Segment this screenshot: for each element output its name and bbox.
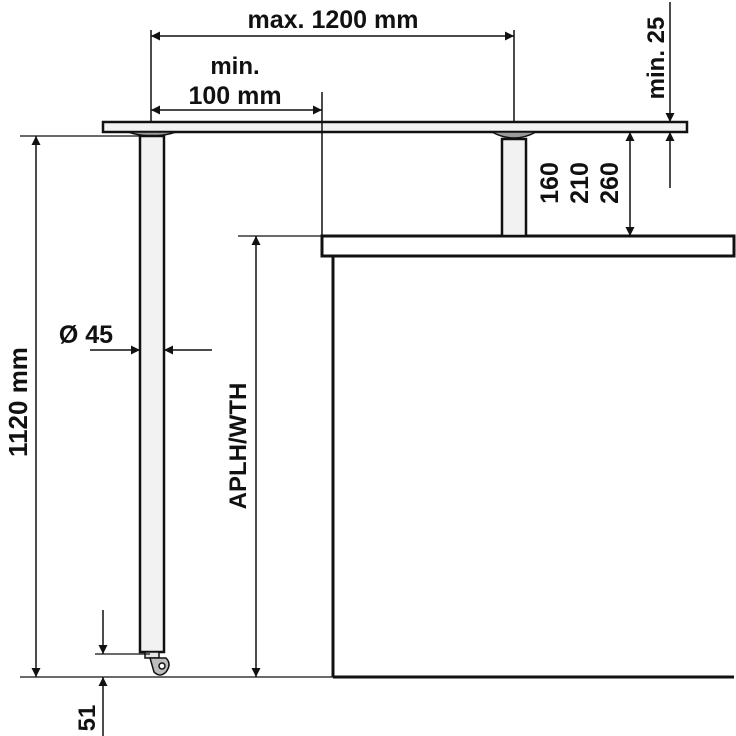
short-table-leg bbox=[500, 137, 528, 238]
height-option-260: 260 bbox=[596, 162, 624, 204]
right-leg-mount bbox=[491, 131, 537, 139]
dimension-leg-heights: 160 210 260 bbox=[536, 132, 635, 236]
dimension-min-gap: min. 25 bbox=[620, 2, 687, 188]
long-table-leg bbox=[138, 134, 166, 654]
table-top-plate bbox=[101, 120, 689, 134]
counter-unit bbox=[320, 234, 736, 679]
min-overhang-label-line1: min. bbox=[210, 53, 259, 80]
dimension-counter-height: APLH/WTH bbox=[225, 235, 322, 677]
dimension-total-height: 1120 mm bbox=[3, 135, 333, 678]
counter-worktop bbox=[320, 234, 736, 258]
castor-height-label: 51 bbox=[74, 705, 101, 732]
diameter-label: Ø 45 bbox=[59, 321, 113, 349]
castor-axle bbox=[158, 662, 166, 670]
min-overhang-label-line2: 100 mm bbox=[188, 82, 281, 110]
dimension-min-overhang: min. 100 mm bbox=[151, 53, 323, 236]
total-height-label: 1120 mm bbox=[3, 347, 33, 457]
dimension-leg-diameter: Ø 45 bbox=[59, 321, 212, 355]
counter-height-label: APLH/WTH bbox=[225, 383, 252, 510]
leg-castor-housing bbox=[144, 651, 160, 659]
height-option-160: 160 bbox=[536, 162, 564, 204]
min-gap-label: min. 25 bbox=[643, 17, 670, 100]
height-option-210: 210 bbox=[566, 162, 594, 204]
max-span-label: max. 1200 mm bbox=[248, 6, 419, 34]
dimension-max-span: max. 1200 mm bbox=[150, 6, 515, 122]
dimension-castor-height: 51 bbox=[74, 610, 150, 736]
